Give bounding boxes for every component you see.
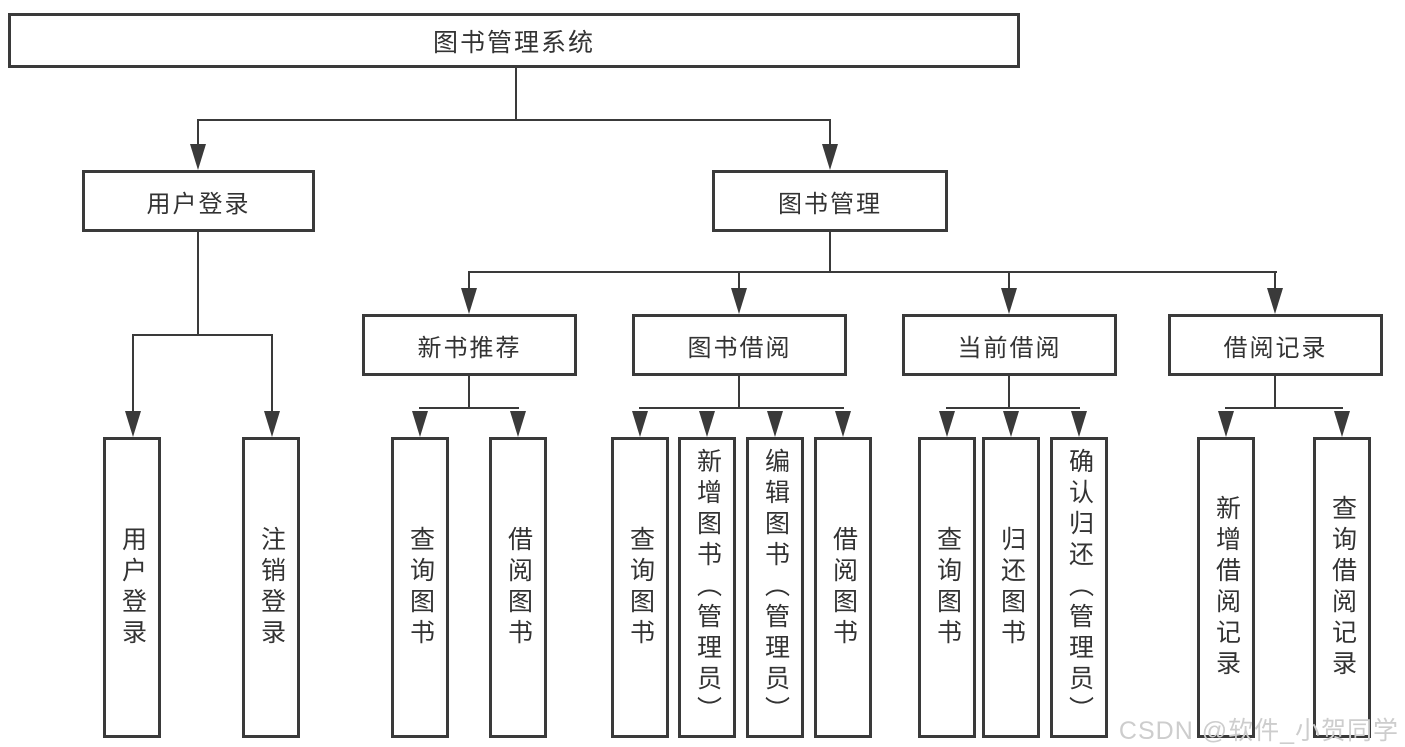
connector-to-book-borrow [738, 272, 740, 292]
connector-root-rail [197, 119, 831, 121]
connector-current-borrow-rail [946, 407, 1080, 409]
leaf-borrow-books-2: 借阅图书 [814, 437, 872, 738]
leaf-logout-label: 注销登录 [257, 525, 286, 650]
leaf-query-books-1-label: 查询图书 [406, 525, 435, 650]
arrow-down-icon [835, 411, 851, 437]
connector-new-book-stem [468, 376, 470, 408]
connector-book-borrow-stem [738, 376, 740, 408]
node-book-management: 图书管理 [712, 170, 948, 232]
connector-book-borrow-rail [639, 407, 844, 409]
arrow-down-icon [1001, 288, 1017, 314]
connector-to-new-book [468, 272, 470, 292]
leaf-query-books-2-label: 查询图书 [626, 525, 655, 650]
leaf-user-login: 用户登录 [103, 437, 161, 738]
leaf-confirm-return-admin: 确认归还（管理员） [1050, 437, 1108, 738]
node-current-borrow-label: 当前借阅 [957, 334, 1062, 362]
node-book-management-label: 图书管理 [778, 190, 882, 218]
leaf-borrow-books-1-label: 借阅图书 [504, 525, 533, 650]
connector-to-borrow-record [1274, 272, 1276, 292]
node-current-borrow: 当前借阅 [902, 314, 1117, 376]
arrow-down-icon [939, 411, 955, 437]
connector-book-management-stem [829, 232, 831, 272]
arrow-down-icon [264, 411, 280, 437]
leaf-confirm-return-admin-label: 确认归还（管理员） [1065, 448, 1094, 727]
arrow-down-icon [125, 411, 141, 437]
leaf-query-books-2: 查询图书 [611, 437, 669, 738]
arrow-down-icon [1267, 288, 1283, 314]
node-new-book-recommend-label: 新书推荐 [417, 334, 522, 362]
connector-user-login-rail [132, 334, 273, 336]
csdn-watermark: CSDN @软件_小贺同学 [1118, 717, 1399, 745]
node-root: 图书管理系统 [8, 13, 1020, 68]
arrow-down-icon [461, 288, 477, 314]
connector-to-login-leaf-1 [132, 335, 134, 412]
leaf-borrow-books-2-label: 借阅图书 [829, 525, 858, 650]
node-borrow-record: 借阅记录 [1168, 314, 1383, 376]
arrow-down-icon [1334, 411, 1350, 437]
leaf-user-login-label: 用户登录 [118, 525, 147, 650]
arrow-down-icon [767, 411, 783, 437]
leaf-return-books-label: 归还图书 [997, 525, 1026, 650]
node-user-login-label: 用户登录 [146, 190, 251, 218]
arrow-down-icon [731, 288, 747, 314]
arrow-down-icon [510, 411, 526, 437]
node-root-label: 图书管理系统 [432, 28, 595, 57]
leaf-edit-books-admin-label: 编辑图书（管理员） [761, 448, 790, 727]
connector-to-current-borrow [1008, 272, 1010, 292]
arrow-down-icon [699, 411, 715, 437]
connector-root-stem [515, 68, 517, 120]
node-new-book-recommend: 新书推荐 [362, 314, 577, 376]
connector-to-user-login [197, 120, 199, 148]
leaf-return-books: 归还图书 [982, 437, 1040, 738]
node-borrow-record-label: 借阅记录 [1223, 334, 1328, 362]
node-book-borrow: 图书借阅 [632, 314, 847, 376]
connector-book-management-rail [468, 271, 1277, 273]
leaf-query-books-3: 查询图书 [918, 437, 976, 738]
leaf-edit-books-admin: 编辑图书（管理员） [746, 437, 804, 738]
arrow-down-icon [1218, 411, 1234, 437]
node-user-login: 用户登录 [82, 170, 315, 232]
arrow-down-icon [632, 411, 648, 437]
leaf-query-books-3-label: 查询图书 [933, 525, 962, 650]
connector-user-login-stem [197, 232, 199, 335]
connector-borrow-record-stem [1274, 376, 1276, 408]
leaf-add-borrow-record: 新增借阅记录 [1197, 437, 1255, 738]
connector-to-login-leaf-2 [271, 335, 273, 412]
arrow-down-icon [1003, 411, 1019, 437]
leaf-query-borrow-record-label: 查询借阅记录 [1328, 494, 1357, 681]
leaf-logout: 注销登录 [242, 437, 300, 738]
connector-borrow-record-rail [1225, 407, 1343, 409]
leaf-add-borrow-record-label: 新增借阅记录 [1212, 494, 1241, 681]
arrow-down-icon [1071, 411, 1087, 437]
connector-current-borrow-stem [1008, 376, 1010, 408]
leaf-add-books-admin: 新增图书（管理员） [678, 437, 736, 738]
arrow-down-icon [190, 144, 206, 170]
leaf-borrow-books-1: 借阅图书 [489, 437, 547, 738]
connector-new-book-rail [419, 407, 519, 409]
arrow-down-icon [822, 144, 838, 170]
connector-to-book-management [829, 120, 831, 148]
leaf-add-books-admin-label: 新增图书（管理员） [693, 448, 722, 727]
leaf-query-borrow-record: 查询借阅记录 [1313, 437, 1371, 738]
leaf-query-books-1: 查询图书 [391, 437, 449, 738]
node-book-borrow-label: 图书借阅 [687, 334, 792, 362]
arrow-down-icon [412, 411, 428, 437]
